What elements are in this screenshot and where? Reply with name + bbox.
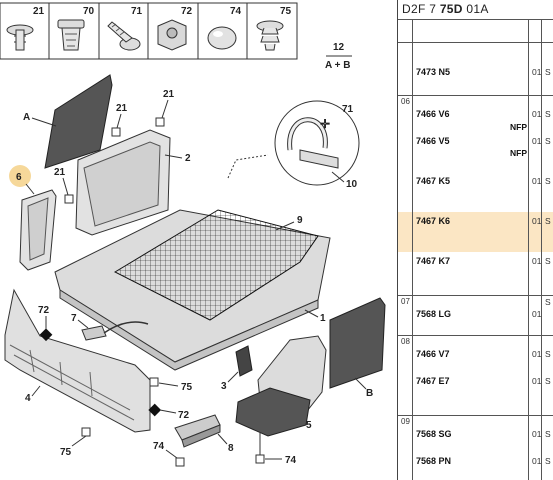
group-number: 08: [401, 337, 410, 346]
callout-5: 5: [306, 420, 312, 431]
part-ref-row[interactable]: 7466 V6: [416, 109, 450, 119]
callout-75-a: 75: [181, 382, 193, 393]
part-ref-row-selected[interactable]: 7467 K6: [416, 216, 451, 226]
callout-2: 2: [185, 153, 191, 164]
callout-12-sub: A + B: [325, 60, 350, 71]
part-qty: 01: [532, 67, 542, 77]
part-5-storage-tray: [235, 335, 327, 437]
part-3-bracket: [235, 345, 253, 377]
part-qty: 01: [532, 216, 542, 226]
callout-6-highlight: [9, 165, 31, 187]
part-qty: 01: [532, 349, 542, 359]
part-ref-row[interactable]: 7467 K5: [416, 176, 451, 186]
part-qty: 01: [532, 429, 542, 439]
christmas-tree-clip-icon: [256, 20, 284, 51]
expansion-clip-icon: [57, 19, 85, 51]
callout-1: 1: [320, 313, 326, 324]
callout-4: 4: [25, 393, 31, 404]
group-number: 06: [401, 97, 410, 106]
callout-74-b: 74: [285, 455, 297, 466]
nfp-flag: NFP: [510, 122, 527, 132]
callout-6: 6: [16, 172, 22, 183]
callout-B: B: [366, 388, 373, 399]
part-B-side-panel: [329, 297, 386, 389]
part-A-side-panel: [44, 74, 113, 169]
dome-clip-icon: [207, 26, 237, 50]
fastener-num-21: 21: [33, 6, 45, 17]
part-8-latch: [174, 414, 221, 448]
part-ref-row[interactable]: 7466 V5: [416, 136, 450, 146]
callout-8: 8: [228, 443, 234, 454]
callout-10: 10: [346, 179, 358, 190]
fastener-marker-21-b: [155, 117, 165, 127]
callout-71: 71: [342, 104, 354, 115]
screw-icon: [107, 21, 141, 51]
fastener-num-72: 72: [181, 6, 193, 17]
nut-icon: [157, 19, 187, 51]
part-qty: 01: [532, 176, 542, 186]
fastener-marker-74-b: [255, 454, 265, 464]
callout-9: 9: [297, 215, 303, 226]
exploded-parts-diagram: 21 70 71 72 74 75: [0, 2, 386, 467]
part-10-tie-down-hook: [287, 117, 339, 169]
part-qty: 01: [532, 136, 542, 146]
push-rivet-icon: [6, 24, 34, 51]
fastener-marker-72-b: [148, 403, 162, 417]
fastener-marker-75-b: [81, 427, 91, 437]
nfp-flag: NFP: [510, 148, 527, 158]
part-ref-row[interactable]: 7568 LG: [416, 309, 452, 319]
fastener-num-75: 75: [280, 6, 292, 17]
callout-72-a: 72: [38, 305, 50, 316]
group-number: 09: [401, 417, 410, 426]
part-qty: 01: [532, 109, 542, 119]
part-ref-row[interactable]: 7467 E7: [416, 376, 450, 386]
callout-12: 12: [333, 42, 345, 53]
part-6-side-trim: [19, 189, 57, 271]
fastener-marker-75-a: [149, 377, 159, 387]
fastener-marker-21-a: [111, 127, 121, 137]
fastener-num-71: 71: [131, 6, 143, 17]
callout-3: 3: [221, 381, 227, 392]
part-7-clip: [81, 321, 149, 341]
part-qty: 01: [532, 376, 542, 386]
callout-A: A: [23, 112, 30, 123]
part-ref-row[interactable]: 7467 K7: [416, 256, 451, 266]
fastener-legend: 21 70 71 72 74 75: [0, 2, 298, 60]
fastener-marker-21-c: [64, 194, 74, 204]
part-qty: 01: [532, 456, 542, 466]
crosshair-icon: ✛: [320, 117, 330, 131]
selected-row-highlight: [398, 212, 553, 252]
callout-75-b: 75: [60, 447, 72, 458]
fastener-marker-74-a: [175, 457, 185, 467]
fastener-num-70: 70: [83, 6, 95, 17]
part-ref-row[interactable]: 7473 N5: [416, 67, 451, 77]
fastener-num-74: 74: [230, 6, 242, 17]
part-qty: 01: [532, 256, 542, 266]
callout-21-b: 21: [163, 89, 175, 100]
callout-74: 74: [153, 441, 165, 452]
parts-reference-panel: D2F 7 75D 01A 7473 N5 01 S 06 7466 V6 01…: [397, 0, 553, 480]
part-2-rear-trim: [75, 129, 171, 236]
part-9-cargo-net: [113, 209, 319, 321]
callout-7: 7: [71, 313, 77, 324]
part-ref-row[interactable]: 7568 SG: [416, 429, 452, 439]
part-4-sill-trim: [4, 288, 151, 433]
group-number: 07: [401, 297, 410, 306]
callout-21-a: 21: [116, 103, 128, 114]
callout-21-c: 21: [54, 167, 66, 178]
part-ref-row[interactable]: 7466 V7: [416, 349, 450, 359]
diagram-code: D2F 7 75D 01A: [402, 2, 489, 16]
part-qty: 01: [532, 309, 542, 319]
callout-72-b: 72: [178, 410, 190, 421]
part-ref-row[interactable]: 7568 PN: [416, 456, 452, 466]
